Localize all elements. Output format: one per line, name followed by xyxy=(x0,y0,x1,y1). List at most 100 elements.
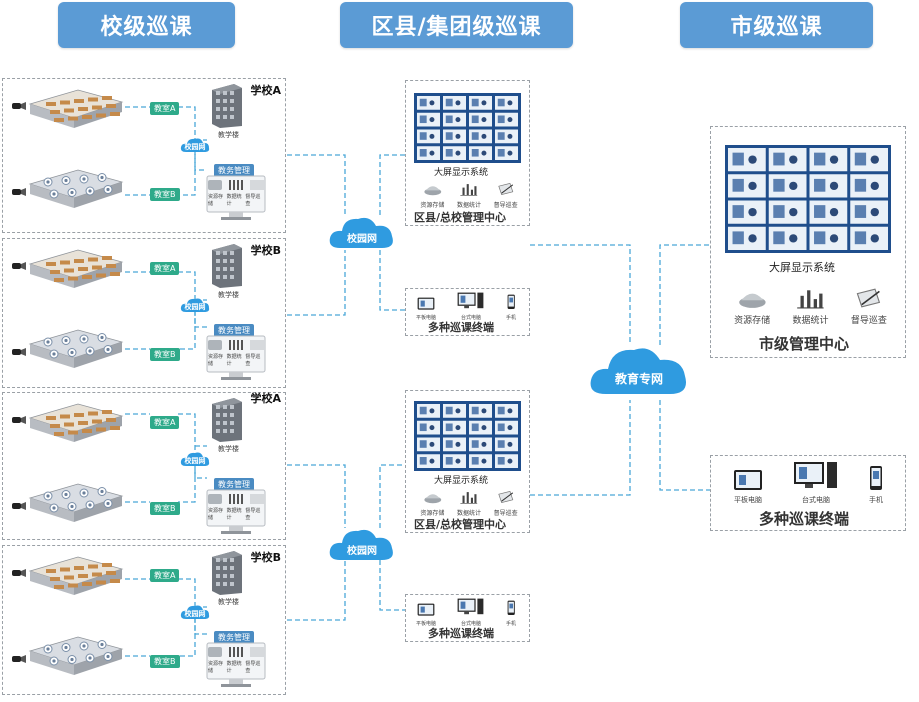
classroom-b-image xyxy=(26,469,126,530)
admin-icon-label: 数据统计 xyxy=(226,661,242,674)
tablet-icon xyxy=(416,295,436,314)
cloud-label: 校园网 xyxy=(347,546,377,557)
campus-network-cloud-lower: 校园网 xyxy=(328,524,396,564)
stats-icon xyxy=(792,287,828,313)
district-terminal-upper: 平板电脑台式电脑手机 多种巡课终端 xyxy=(405,288,530,336)
cloud-label: 教育专网 xyxy=(614,372,663,386)
admin-monitor: 资源存储 数据统计 督导巡查 xyxy=(205,334,267,386)
building-icon xyxy=(210,551,244,599)
admin-icon-label: 数据统计 xyxy=(226,508,242,521)
center-icons: 资源存储 数据统计督导巡查 xyxy=(414,181,524,209)
classroom-a-image xyxy=(26,542,126,603)
building-icon xyxy=(210,84,244,132)
admin-tag: 教务管理 xyxy=(214,478,254,491)
admin-icon-label: 督导巡查 xyxy=(245,661,261,674)
admin-tag: 教务管理 xyxy=(214,324,254,337)
camera-icon xyxy=(12,182,26,201)
screen-label: 大屏显示系统 xyxy=(769,261,835,274)
big-screen-wall xyxy=(414,93,521,163)
stats-icon xyxy=(229,180,243,190)
center-icon-label: 督导巡查 xyxy=(850,316,887,326)
phone-icon-wrap: 手机 xyxy=(506,294,516,321)
device-label: 手机 xyxy=(869,496,883,504)
admin-tag: 教务管理 xyxy=(214,164,254,177)
storage-icon-wrap: 资源存储 xyxy=(420,489,444,517)
storage-icon-wrap: 资源存储 xyxy=(420,181,444,209)
classroom-a-image xyxy=(26,389,126,450)
device-label: 平板电脑 xyxy=(416,315,437,321)
desktop-icon xyxy=(457,292,485,314)
school-level-header: 校级巡课 xyxy=(58,2,235,48)
classroom-a-tag: 教室A xyxy=(150,262,180,275)
district-center-upper: 大屏显示系统 资源存储 数据统计督导巡查 区县/总校管理中心 xyxy=(405,80,530,226)
phone-icon xyxy=(506,600,516,620)
tablet-icon xyxy=(733,469,763,495)
stats-icon xyxy=(457,181,481,200)
inspect-icon xyxy=(250,647,264,657)
inspect-icon xyxy=(494,489,518,508)
classroom-a-image xyxy=(26,75,126,136)
center-icon-label: 督导巡查 xyxy=(493,202,518,209)
big-screen-wall xyxy=(725,145,891,253)
stats-icon-wrap: 数据统计 xyxy=(457,181,481,209)
school-cloud-label: 校园网 xyxy=(184,457,206,465)
stats-icon-wrap: 数据统计 xyxy=(792,287,829,326)
city-center: 大屏显示系统 资源存储 数据统计督导巡查 市级管理中心 xyxy=(710,126,906,358)
center-icon-label: 资源存储 xyxy=(420,202,445,209)
classroom-b-tag: 教室B xyxy=(150,502,180,515)
storage-icon xyxy=(734,287,770,313)
center-title: 区县/总校管理中心 xyxy=(414,211,507,224)
center-icon-label: 资源存储 xyxy=(734,316,771,326)
device-label: 手机 xyxy=(505,621,516,627)
classroom-a-tag: 教室A xyxy=(150,569,180,582)
camera-icon xyxy=(12,342,26,361)
center-title: 市级管理中心 xyxy=(759,335,850,353)
phone-icon-wrap: 手机 xyxy=(506,600,516,627)
admin-icon-label: 督导巡查 xyxy=(245,354,261,367)
school-name: 学校A xyxy=(250,84,281,97)
desktop-icon-wrap: 台式电脑 xyxy=(457,598,485,627)
stats-icon xyxy=(229,340,243,350)
classroom-a-image xyxy=(26,235,126,296)
cloud-label: 校园网 xyxy=(347,234,377,245)
device-label: 台式电脑 xyxy=(460,621,481,627)
stats-icon-wrap: 数据统计 xyxy=(457,489,481,517)
center-icon-label: 督导巡查 xyxy=(493,510,518,517)
admin-icon-label: 资源存储 xyxy=(208,661,224,674)
admin-tag: 教务管理 xyxy=(214,631,254,644)
school-box-4: 学校B xyxy=(2,545,286,695)
storage-icon xyxy=(208,180,222,190)
school-box-1: 学校A xyxy=(2,78,286,233)
tablet-icon-wrap: 平板电脑 xyxy=(416,601,436,627)
classroom-a-tag: 教室A xyxy=(150,102,180,115)
school-box-2: 学校B xyxy=(2,238,286,388)
inspect-icon xyxy=(851,287,887,313)
center-icon-label: 资源存储 xyxy=(420,510,445,517)
device-label: 平板电脑 xyxy=(416,621,437,627)
admin-icon-label: 督导巡查 xyxy=(245,508,261,521)
district-center-lower: 大屏显示系统 资源存储数据统计督导巡查 区县/总校管理中心 xyxy=(405,390,530,533)
building-label: 教学楼 xyxy=(218,291,239,299)
building-icon xyxy=(210,398,244,446)
device-label: 台式电脑 xyxy=(802,496,830,504)
admin-icons: 资源存储 数据统计 督导巡查 xyxy=(208,340,264,367)
inspect-icon xyxy=(250,180,264,190)
desktop-icon xyxy=(793,461,839,495)
inspect-icon-wrap: 督导巡查 xyxy=(851,287,887,326)
admin-icon-label: 数据统计 xyxy=(226,354,242,367)
storage-icon xyxy=(208,494,222,504)
stats-icon xyxy=(457,489,481,508)
admin-monitor: 资源存储 数据统计 督导巡查 xyxy=(205,641,267,693)
phone-icon xyxy=(506,294,516,314)
school-name: 学校B xyxy=(250,244,281,257)
classroom-b-image xyxy=(26,315,126,376)
center-icons: 资源存储 数据统计督导巡查 xyxy=(414,489,524,517)
terminal-title: 多种巡课终端 xyxy=(428,627,494,640)
admin-icon-label: 资源存储 xyxy=(208,194,224,207)
screen-label: 大屏显示系统 xyxy=(434,168,489,178)
inspect-icon xyxy=(250,340,264,350)
admin-monitor: 资源存储 数据统计 督导巡查 xyxy=(205,174,267,226)
school-box-3: 学校A xyxy=(2,392,286,540)
classroom-b-image xyxy=(26,622,126,683)
